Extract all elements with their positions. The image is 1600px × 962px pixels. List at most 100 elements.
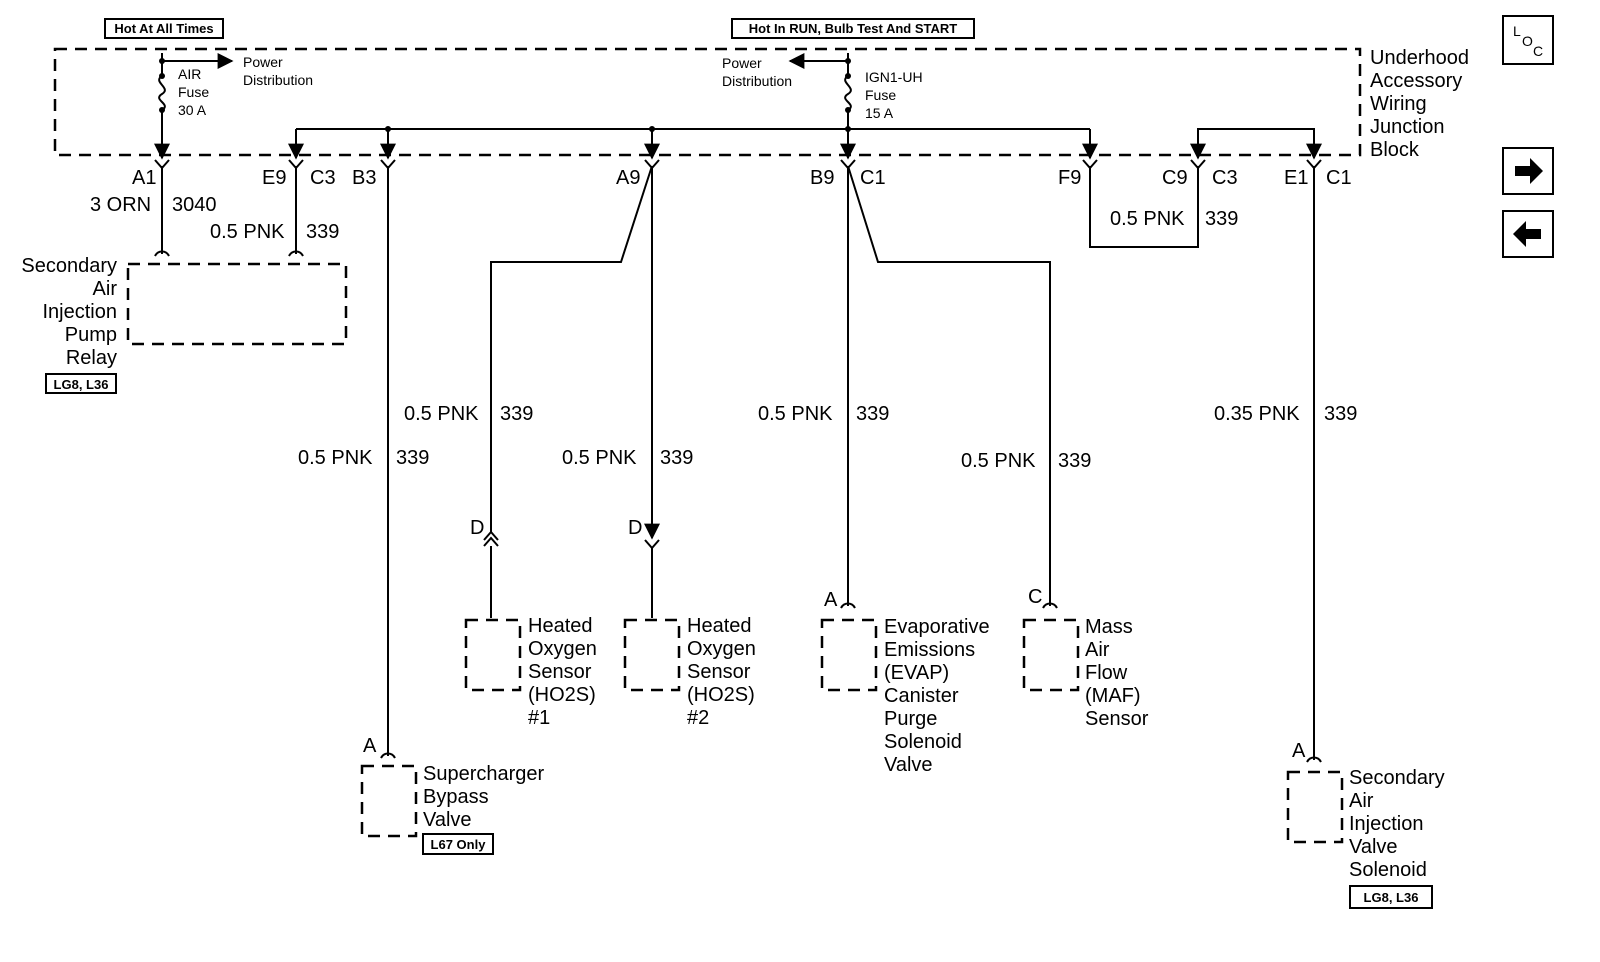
junction-bus: [288, 126, 1322, 160]
ho2s-1: Heated Oxygen Sensor (HO2S) #1: [464, 615, 597, 729]
connector-pins: A1 E9 C3 B3 A9 B9 C1 F9 C9 C3 E1 C1: [132, 167, 1352, 189]
svg-text:Purge: Purge: [884, 708, 937, 730]
svg-text:Oxygen: Oxygen: [687, 638, 756, 660]
svg-text:Solenoid: Solenoid: [1349, 859, 1427, 881]
svg-text:Fuse: Fuse: [865, 87, 896, 103]
svg-text:C1: C1: [1326, 167, 1352, 189]
svg-text:C3: C3: [1212, 167, 1238, 189]
wire-a9-ho2s: 0.5 PNK 339 0.5 PNK 339 D D: [404, 159, 693, 618]
svg-text:D: D: [628, 517, 642, 539]
svg-text:E9: E9: [262, 167, 286, 189]
svg-text:339: 339: [856, 403, 889, 425]
svg-text:A1: A1: [132, 167, 156, 189]
svg-text:B9: B9: [810, 167, 834, 189]
svg-text:3 ORN: 3 ORN: [90, 194, 151, 216]
svg-text:Wiring: Wiring: [1370, 93, 1427, 115]
svg-text:(HO2S): (HO2S): [687, 684, 755, 706]
svg-text:0.5 PNK: 0.5 PNK: [404, 403, 479, 425]
svg-text:Hot In RUN, Bulb Test And STAR: Hot In RUN, Bulb Test And START: [749, 21, 958, 36]
svg-text:Distribution: Distribution: [722, 73, 792, 89]
loc-icon: L O C: [1502, 15, 1554, 65]
svg-text:30 A: 30 A: [178, 102, 207, 118]
svg-text:0.5 PNK: 0.5 PNK: [961, 450, 1036, 472]
svg-text:(MAF): (MAF): [1085, 685, 1141, 707]
ign1-uh-fuse: IGN1-UH Fuse 15 A Power Distribution: [722, 53, 923, 160]
svg-text:Oxygen: Oxygen: [528, 638, 597, 660]
svg-text:C: C: [1028, 586, 1042, 608]
svg-text:Underhood: Underhood: [1370, 47, 1469, 69]
svg-text:3040: 3040: [172, 194, 217, 216]
svg-text:Emissions: Emissions: [884, 639, 975, 661]
svg-text:339: 339: [500, 403, 533, 425]
svg-text:Junction: Junction: [1370, 116, 1445, 138]
air-fuse: AIR Fuse 30 A Power Distribution: [154, 53, 313, 160]
note-hot-all-times: Hot At All Times: [104, 18, 224, 39]
svg-text:Valve: Valve: [884, 754, 933, 776]
junction-block-outline: [53, 47, 1362, 157]
arrow-left-icon: [1513, 221, 1541, 247]
svg-text:Sensor: Sensor: [687, 661, 751, 683]
svg-text:Mass: Mass: [1085, 616, 1133, 638]
jumper-f9-c9: 0.5 PNK 339: [1082, 159, 1238, 248]
svg-text:Secondary: Secondary: [1349, 767, 1445, 789]
svg-text:Pump: Pump: [65, 324, 117, 346]
svg-text:(HO2S): (HO2S): [528, 684, 596, 706]
wire-b9-evap-maf: 0.5 PNK 339 0.5 PNK 339 A C: [758, 159, 1091, 611]
svg-text:Hot At All Times: Hot At All Times: [114, 21, 213, 36]
svg-text:Solenoid: Solenoid: [884, 731, 962, 753]
svg-text:Secondary: Secondary: [21, 255, 117, 277]
svg-text:C9: C9: [1162, 167, 1188, 189]
svg-text:Accessory: Accessory: [1370, 70, 1462, 92]
svg-text:339: 339: [1324, 403, 1357, 425]
prev-page-button[interactable]: [1502, 210, 1554, 258]
svg-text:Distribution: Distribution: [243, 72, 313, 88]
svg-text:AIR: AIR: [178, 66, 201, 82]
svg-text:0.35 PNK: 0.35 PNK: [1214, 403, 1300, 425]
svg-text:Power: Power: [722, 55, 762, 71]
wire-b3-supercharger: 0.5 PNK 339 A: [298, 159, 429, 759]
svg-text:L67 Only: L67 Only: [431, 837, 487, 852]
wire-e1-air-valve: 0.35 PNK 339 A: [1214, 159, 1357, 763]
svg-text:C3: C3: [310, 167, 336, 189]
svg-text:Supercharger: Supercharger: [423, 763, 545, 785]
svg-text:Flow: Flow: [1085, 662, 1128, 684]
junction-block-label: Underhood Accessory Wiring Junction Bloc…: [1370, 47, 1469, 161]
svg-text:D: D: [470, 517, 484, 539]
svg-text:A9: A9: [616, 167, 640, 189]
svg-text:Sensor: Sensor: [1085, 708, 1149, 730]
svg-text:Valve: Valve: [1349, 836, 1398, 858]
svg-text:Air: Air: [1085, 639, 1110, 661]
svg-text:F9: F9: [1058, 167, 1081, 189]
svg-text:(EVAP): (EVAP): [884, 662, 949, 684]
supercharger-bypass-valve: Supercharger Bypass Valve L67 Only: [360, 763, 545, 855]
svg-text:Relay: Relay: [66, 347, 117, 369]
svg-text:Injection: Injection: [43, 301, 118, 323]
maf-sensor: Mass Air Flow (MAF) Sensor: [1022, 616, 1149, 730]
svg-text:O: O: [1522, 33, 1533, 49]
svg-text:0.5 PNK: 0.5 PNK: [210, 221, 285, 243]
svg-text:#1: #1: [528, 707, 550, 729]
svg-text:Heated: Heated: [528, 615, 593, 637]
ho2s-2: Heated Oxygen Sensor (HO2S) #2: [623, 615, 756, 729]
svg-text:IGN1-UH: IGN1-UH: [865, 69, 923, 85]
svg-text:Air: Air: [1349, 790, 1374, 812]
svg-text:0.5 PNK: 0.5 PNK: [1110, 208, 1185, 230]
svg-text:339: 339: [396, 447, 429, 469]
svg-text:0.5 PNK: 0.5 PNK: [562, 447, 637, 469]
wire-e9-relay: 0.5 PNK 339: [210, 159, 339, 257]
svg-text:A: A: [824, 589, 838, 611]
next-page-button[interactable]: [1502, 147, 1554, 195]
svg-text:Block: Block: [1370, 139, 1420, 161]
svg-text:339: 339: [1058, 450, 1091, 472]
svg-text:B3: B3: [352, 167, 376, 189]
svg-text:A: A: [363, 735, 377, 757]
svg-text:LG8, L36: LG8, L36: [54, 377, 109, 392]
svg-text:339: 339: [1205, 208, 1238, 230]
svg-text:Heated: Heated: [687, 615, 752, 637]
svg-text:LG8, L36: LG8, L36: [1364, 890, 1419, 905]
svg-text:339: 339: [660, 447, 693, 469]
svg-text:C: C: [1533, 43, 1543, 59]
wire-a1-relay: 3 ORN 3040: [90, 159, 217, 257]
svg-text:Bypass: Bypass: [423, 786, 489, 808]
